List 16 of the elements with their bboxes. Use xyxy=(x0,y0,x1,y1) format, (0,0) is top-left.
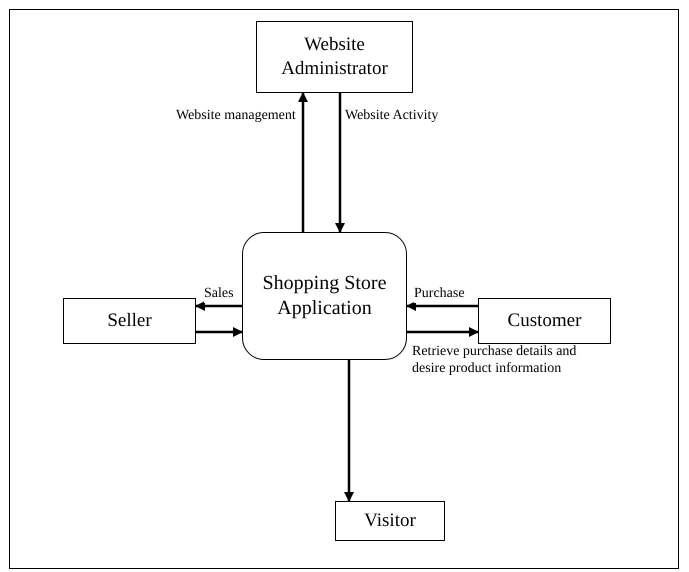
process-box: Shopping Store Application xyxy=(242,232,407,360)
arrow xyxy=(407,327,479,337)
arrow xyxy=(195,301,242,311)
edge-label: Website Activity xyxy=(345,108,438,125)
arrow xyxy=(344,360,354,502)
arrow xyxy=(298,92,308,232)
edge-label: Sales xyxy=(204,286,234,303)
entity-box: Seller xyxy=(63,298,196,344)
entity-box: Visitor xyxy=(335,501,445,541)
edge-label: Website management xyxy=(176,108,296,125)
arrow xyxy=(335,93,345,233)
entity-box: Customer xyxy=(478,298,611,344)
edge-label: Purchase xyxy=(414,286,465,303)
arrow xyxy=(406,301,478,311)
entity-box: Website Administrator xyxy=(256,21,413,93)
arrow xyxy=(196,327,243,337)
